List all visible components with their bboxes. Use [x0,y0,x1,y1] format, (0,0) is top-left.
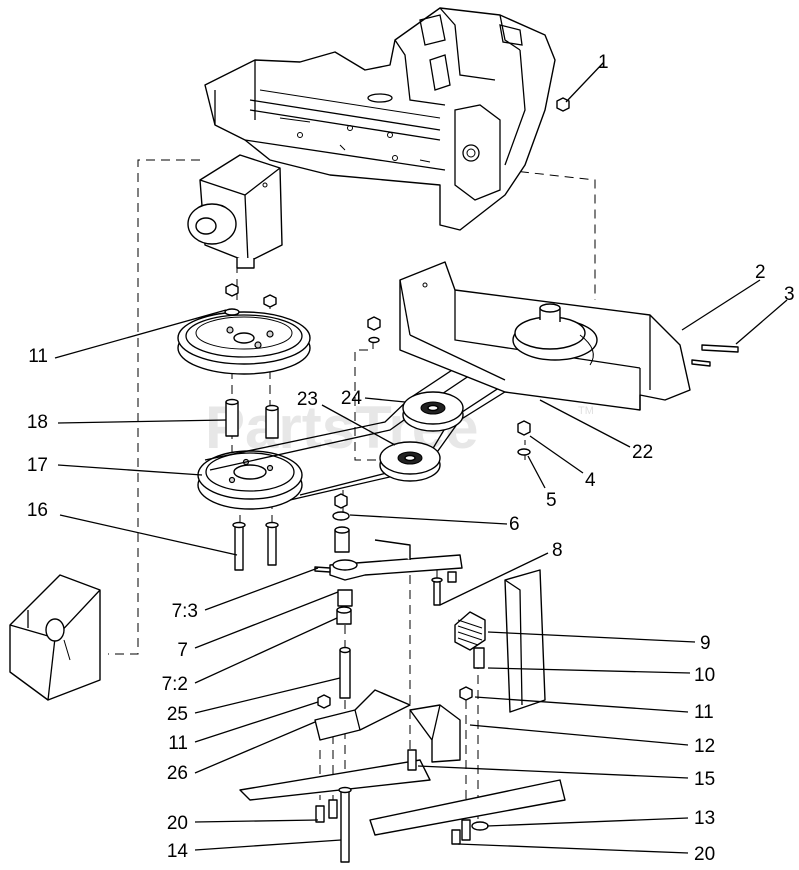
callout-17: 17 [27,455,48,476]
callout-18: 18 [27,412,48,433]
callout-10: 10 [694,665,715,686]
callout-4: 4 [585,470,596,491]
callout-labels: 1 2 3 4 5 6 7 7:2 7:3 8 9 10 11 11 11 12… [27,52,795,865]
callout-5: 5 [546,490,557,511]
callout-26: 26 [167,763,188,784]
deck-guard [399,261,691,411]
callout-11-upper: 11 [28,346,48,367]
callout-16: 16 [27,500,48,521]
callout-14: 14 [167,841,189,862]
callout-25: 25 [167,704,188,725]
mower-frame-assembly [204,7,556,231]
lower-pulley-17 [197,450,303,510]
callout-3: 3 [784,284,795,305]
callout-11-right: 11 [694,702,714,723]
leader-lines [54,61,788,854]
callout-7: 7 [177,640,188,661]
callout-7-2: 7:2 [162,674,188,695]
gearbox [187,154,283,269]
callout-7-3: 7:3 [172,601,198,622]
spring-and-brackets [239,569,566,863]
upper-pulley-assembly [177,283,311,439]
idler-pulleys [379,391,464,482]
callout-2: 2 [755,262,766,283]
callout-6: 6 [509,514,520,535]
callout-20-right: 20 [694,844,715,865]
callout-11-lower: 11 [168,733,188,754]
callout-20-left: 20 [167,813,188,834]
idler-arm-assembly [232,493,463,699]
watermark-trademark: TM [578,405,594,417]
callout-1: 1 [598,52,609,73]
side-bracket [9,574,101,701]
callout-8: 8 [552,540,563,561]
callout-23: 23 [297,389,318,410]
guard-hardware [367,316,739,456]
callout-9: 9 [700,633,711,654]
callout-15: 15 [694,769,715,790]
callout-22: 22 [632,442,653,463]
callout-24: 24 [341,388,363,409]
callout-12: 12 [694,736,715,757]
callout-13: 13 [694,808,715,829]
